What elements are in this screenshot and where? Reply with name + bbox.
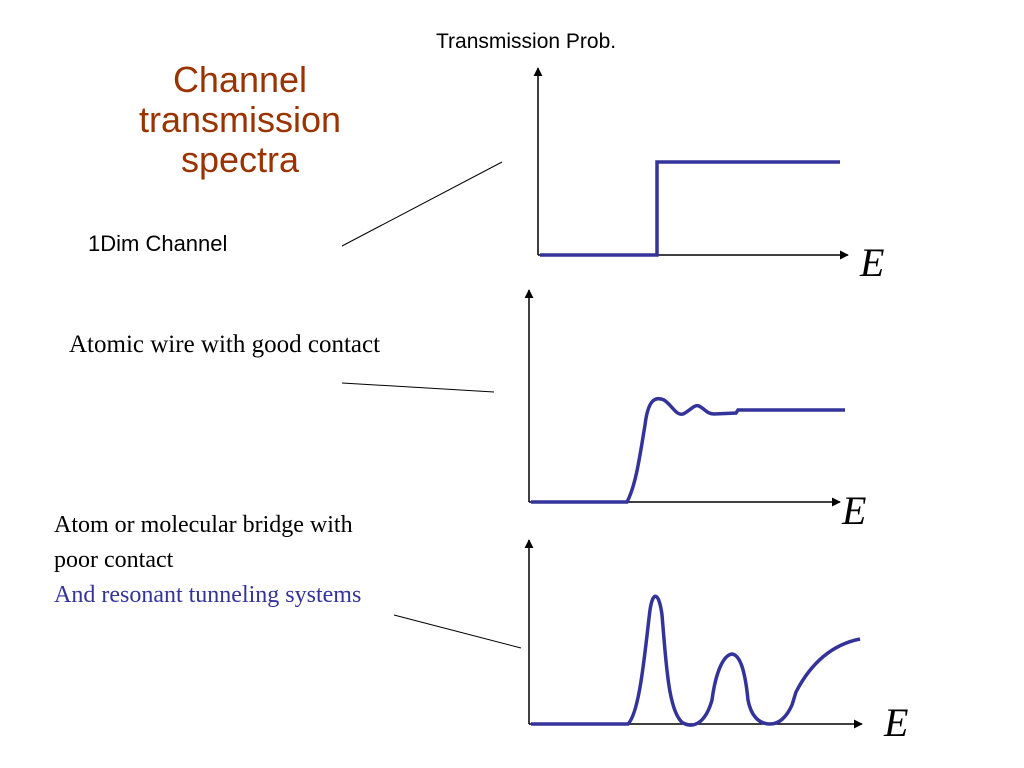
panel-2-label: Atomic wire with good contact [69,331,381,358]
panel-2-energy-label: E [842,488,867,533]
panel-3-connector [393,614,522,649]
panel-3-label-secondary: And resonant tunneling systems [54,582,362,608]
panel-1-energy-label: E [860,240,885,285]
slide-title: Channel transmission spectra [138,59,342,180]
panel-1-label: 1Dim Channel [88,231,228,256]
panel-3-label: Atom or molecular bridge with poor conta… [54,508,361,613]
panel-1-curve [540,160,840,257]
panel-3-label-line-1: Atom or molecular bridge with [54,512,353,538]
panel-1-connector [341,161,503,247]
panel-3-energy-label: E [884,700,909,745]
axis-title: Transmission Prob. [436,30,617,53]
panel-3-label-line-2: poor contact [54,547,174,573]
panel-2-connector [341,382,495,393]
panel-2-curve [531,396,845,504]
panel-3-curve [531,594,861,727]
